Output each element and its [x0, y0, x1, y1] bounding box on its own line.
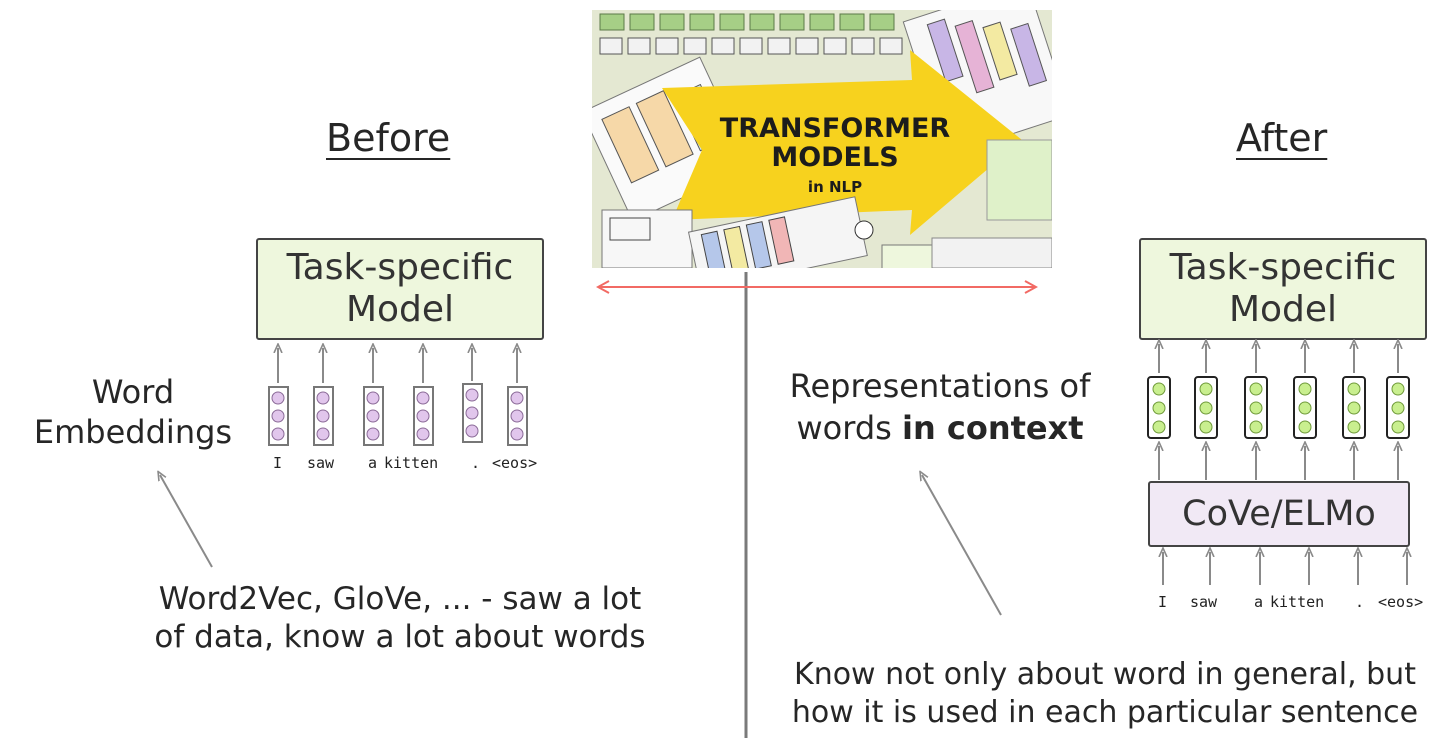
after-heading: After [1236, 116, 1328, 160]
word-embeddings-label: Word Embeddings [33, 373, 233, 451]
left-token: I [273, 454, 283, 472]
right-token: I [1158, 593, 1168, 611]
right-token: saw [1190, 593, 1218, 611]
left-token: . [471, 454, 481, 472]
left-note-pointer [160, 475, 213, 568]
left-token: saw [307, 454, 335, 472]
banner-title-line2: MODELS [771, 142, 899, 173]
context-representations-label: Representations of words in context [789, 367, 1091, 447]
left-note: Word2Vec, GloVe, ... - saw a lot of data… [154, 581, 646, 655]
right-note-pointer [922, 475, 1002, 616]
right-task-model-box: Task-specific Model [1139, 238, 1427, 340]
left-token: a [368, 454, 378, 472]
banner-artwork [592, 10, 1052, 268]
before-heading: Before [326, 116, 451, 160]
tile-strip [599, 13, 895, 31]
left-word-embeddings [268, 383, 528, 446]
right-note: Know not only about word in general, but… [791, 657, 1419, 730]
right-token: <eos> [1378, 593, 1424, 611]
right-token: a [1254, 593, 1264, 611]
left-token: <eos> [492, 454, 538, 472]
right-contextual-embeddings [1147, 376, 1410, 439]
right-model-label-line1: Task-specific [1169, 247, 1397, 288]
right-token: . [1355, 593, 1365, 611]
right-model-label-line2: Model [1228, 289, 1338, 330]
right-token: kitten [1270, 593, 1325, 611]
cove-elmo-label: CoVe/ELMo [1182, 494, 1376, 534]
left-model-label-line2: Model [345, 289, 455, 330]
banner-title-line1: TRANSFORMER [719, 113, 951, 144]
cove-elmo-box: CoVe/ELMo [1148, 481, 1410, 547]
left-task-model-box: Task-specific Model [256, 238, 544, 340]
left-model-label-line1: Task-specific [286, 247, 514, 288]
in-context-emphasis: in context [901, 409, 1084, 447]
left-token: kitten [384, 454, 439, 472]
banner-subtitle: in NLP [807, 178, 863, 196]
transformer-banner-image: TRANSFORMER MODELS in NLP [592, 10, 1052, 268]
